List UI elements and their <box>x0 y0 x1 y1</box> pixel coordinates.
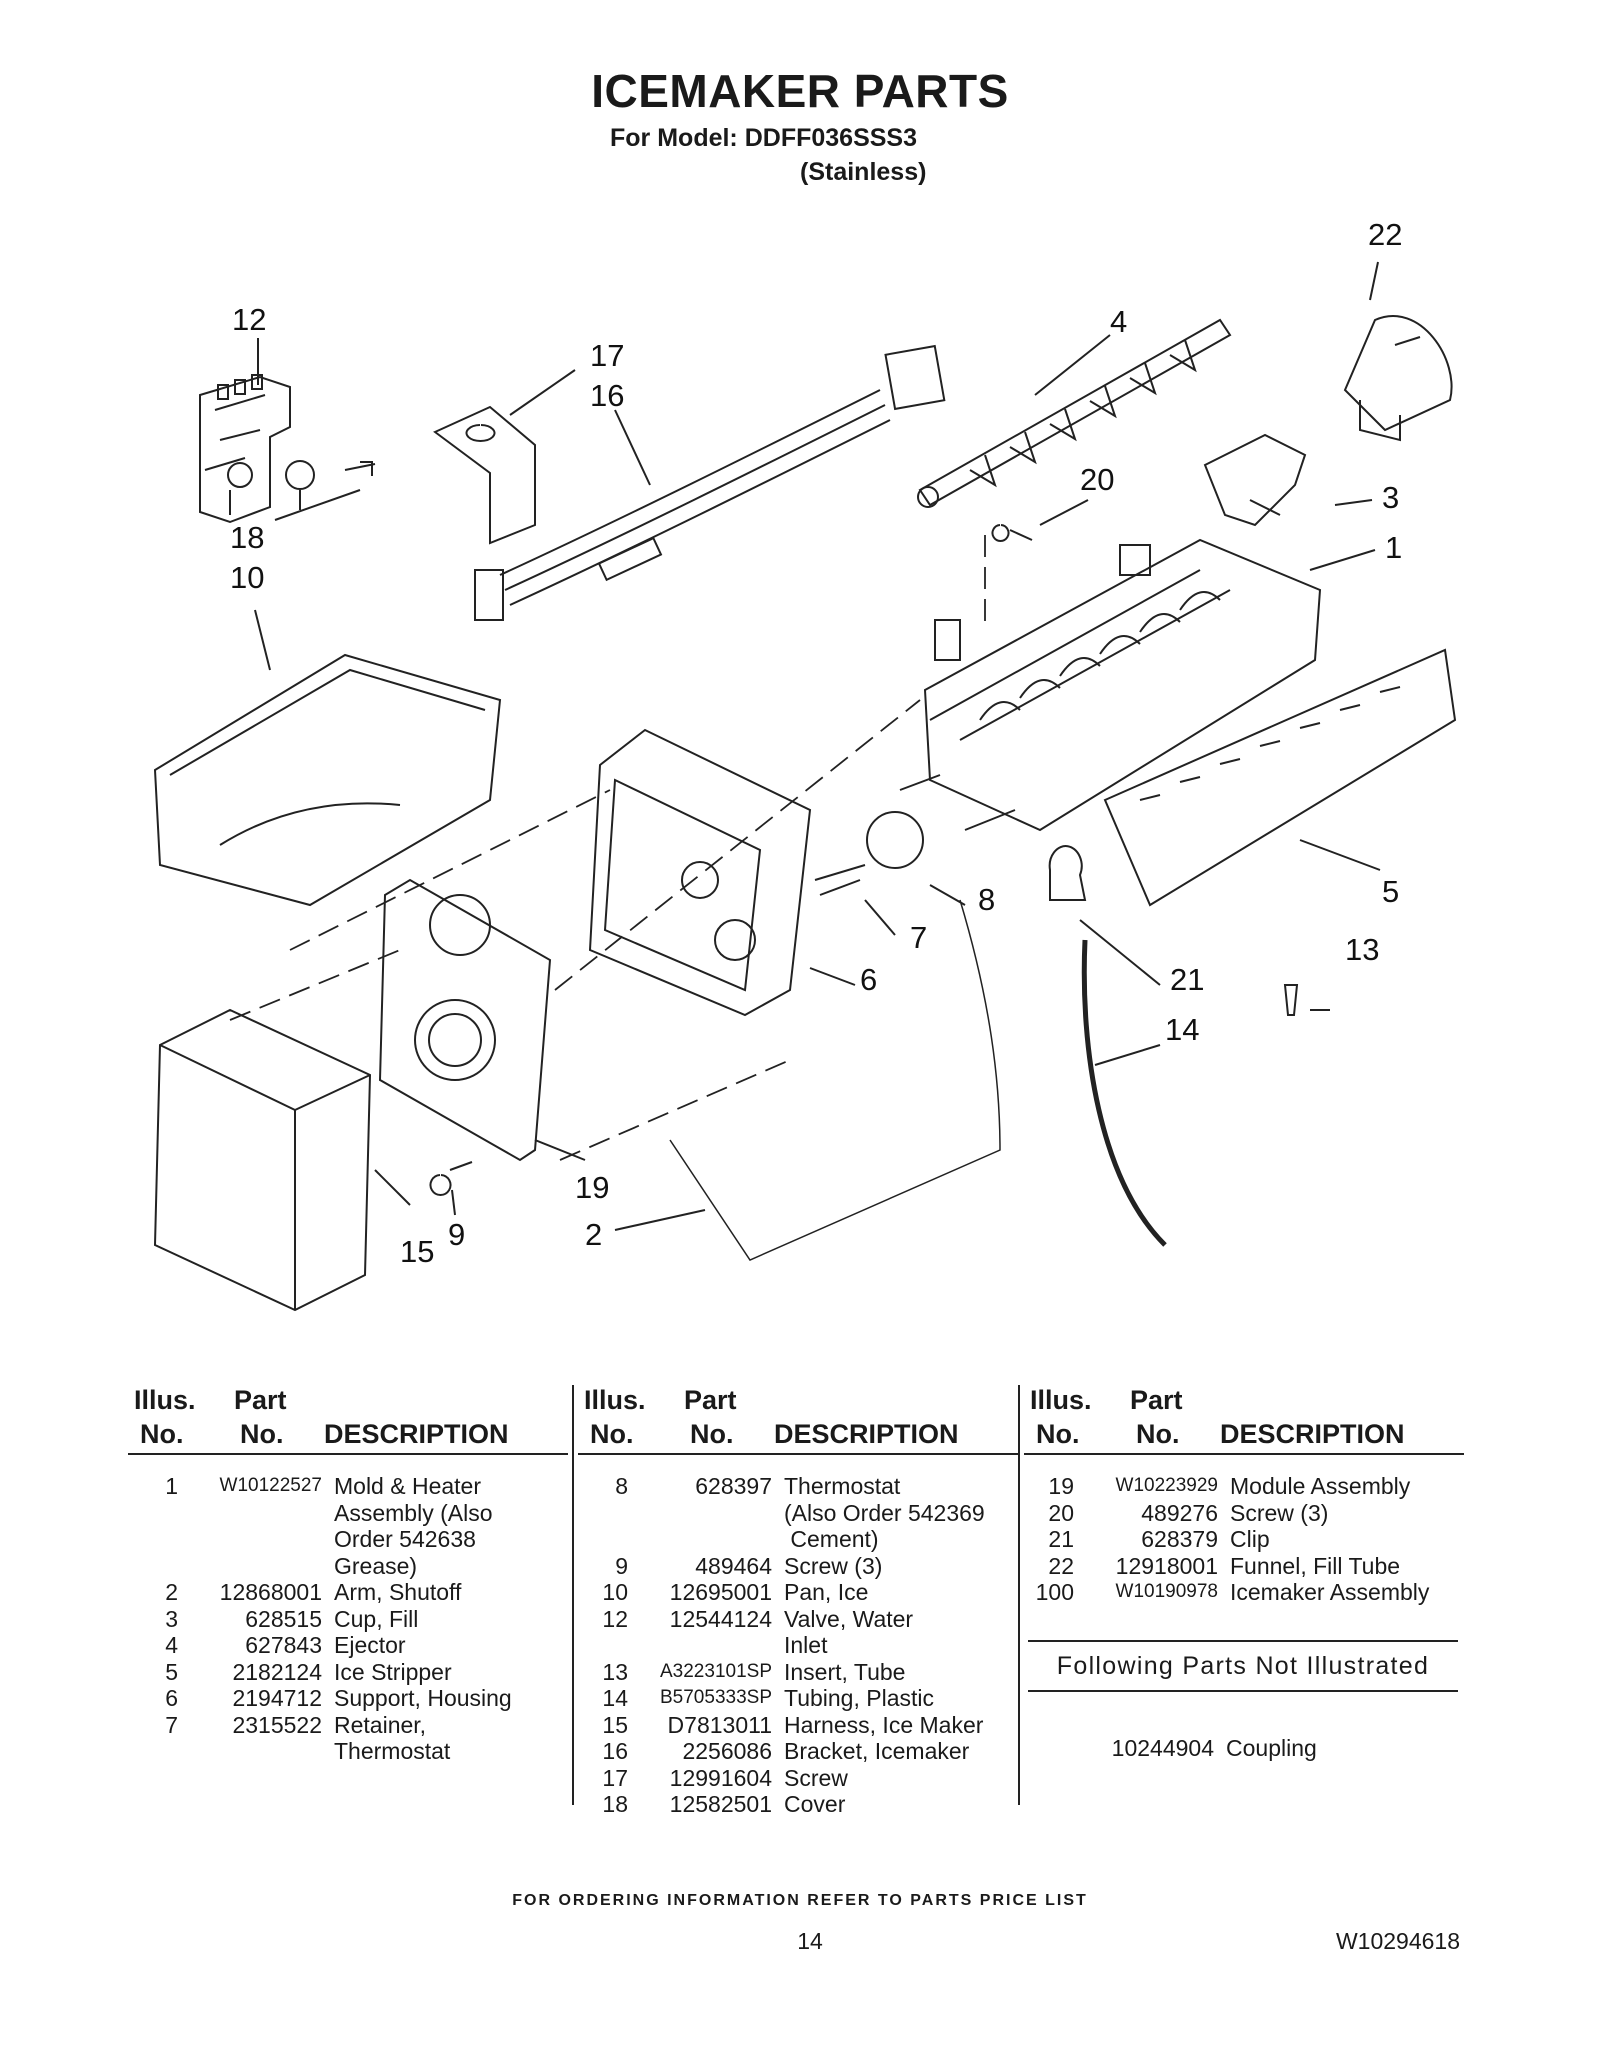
not-illustrated-heading: Following Parts Not Illustrated <box>1028 1640 1458 1692</box>
callout-10: 10 <box>230 560 264 595</box>
module-drawing <box>378 878 552 1162</box>
callout-14: 14 <box>1165 1012 1199 1047</box>
column-divider <box>572 1385 574 1805</box>
not-illustrated-row: 10244904 Coupling <box>1111 1735 1317 1761</box>
tubing-drawing <box>1081 939 1167 1247</box>
water-valve-drawing <box>199 374 376 524</box>
callout-21: 21 <box>1170 962 1204 997</box>
column-header: Illus. No. Part No. DESCRIPTION <box>578 1385 1018 1455</box>
callout-13: 13 <box>1345 932 1379 967</box>
callout-20: 20 <box>1080 462 1114 497</box>
funnel-drawing <box>1343 315 1453 442</box>
fill-cup-drawing <box>1203 433 1307 527</box>
column-header: Illus. No. Part No. DESCRIPTION <box>128 1385 568 1455</box>
callout-19: 19 <box>575 1170 609 1205</box>
callout-3: 3 <box>1382 480 1399 515</box>
callout-8: 8 <box>978 882 995 917</box>
ordering-note: FOR ORDERING INFORMATION REFER TO PARTS … <box>512 1892 1088 1909</box>
callout-15: 16 <box>590 378 624 413</box>
page-number: 14 <box>797 1928 823 1954</box>
tube-insert-drawing <box>1283 984 1299 1016</box>
page-title: ICEMAKER PARTS <box>591 65 1009 117</box>
callout-1: 1 <box>1385 530 1402 565</box>
callout-7: 7 <box>910 920 927 955</box>
callout-18: 15 <box>400 1234 434 1269</box>
bracket-drawing <box>433 405 536 545</box>
ice-stripper-drawing <box>1103 648 1457 907</box>
screw-20-drawing <box>991 524 1033 542</box>
screw-9-drawing <box>429 1161 473 1196</box>
callout-17: 18 <box>230 520 264 555</box>
document-number: W10294618 <box>1335 1928 1460 1954</box>
callout-2: 2 <box>585 1217 602 1252</box>
callout-9: 9 <box>448 1217 465 1252</box>
column-header: Illus. No. Part No. DESCRIPTION <box>1024 1385 1464 1455</box>
harness-drawing <box>474 344 946 621</box>
exploded-parts-diagram: 12 17 16 18 10 4 22 20 3 1 5 8 7 6 21 13… <box>153 217 1457 1312</box>
model-finish: (Stainless) <box>800 158 927 186</box>
ice-pan-drawing <box>153 653 502 907</box>
cover-drawing <box>153 1008 372 1312</box>
shutoff-arm-drawing <box>669 899 1001 1261</box>
callout-5: 5 <box>1382 874 1399 909</box>
callout-6: 6 <box>860 962 877 997</box>
housing-support-drawing <box>588 728 812 1017</box>
column-divider <box>1018 1385 1020 1805</box>
callout-22: 22 <box>1368 217 1402 252</box>
model-line: For Model: DDFF036SSS3 <box>610 124 917 152</box>
clip-drawing <box>1048 845 1087 901</box>
mold-drawing <box>923 538 1322 832</box>
callout-4: 4 <box>1110 304 1127 339</box>
callout-16: 17 <box>590 338 624 373</box>
callout-12: 12 <box>232 302 266 337</box>
retainer-drawing <box>814 864 866 896</box>
thermostat-drawing <box>866 811 924 869</box>
ejector-drawing <box>917 318 1232 508</box>
